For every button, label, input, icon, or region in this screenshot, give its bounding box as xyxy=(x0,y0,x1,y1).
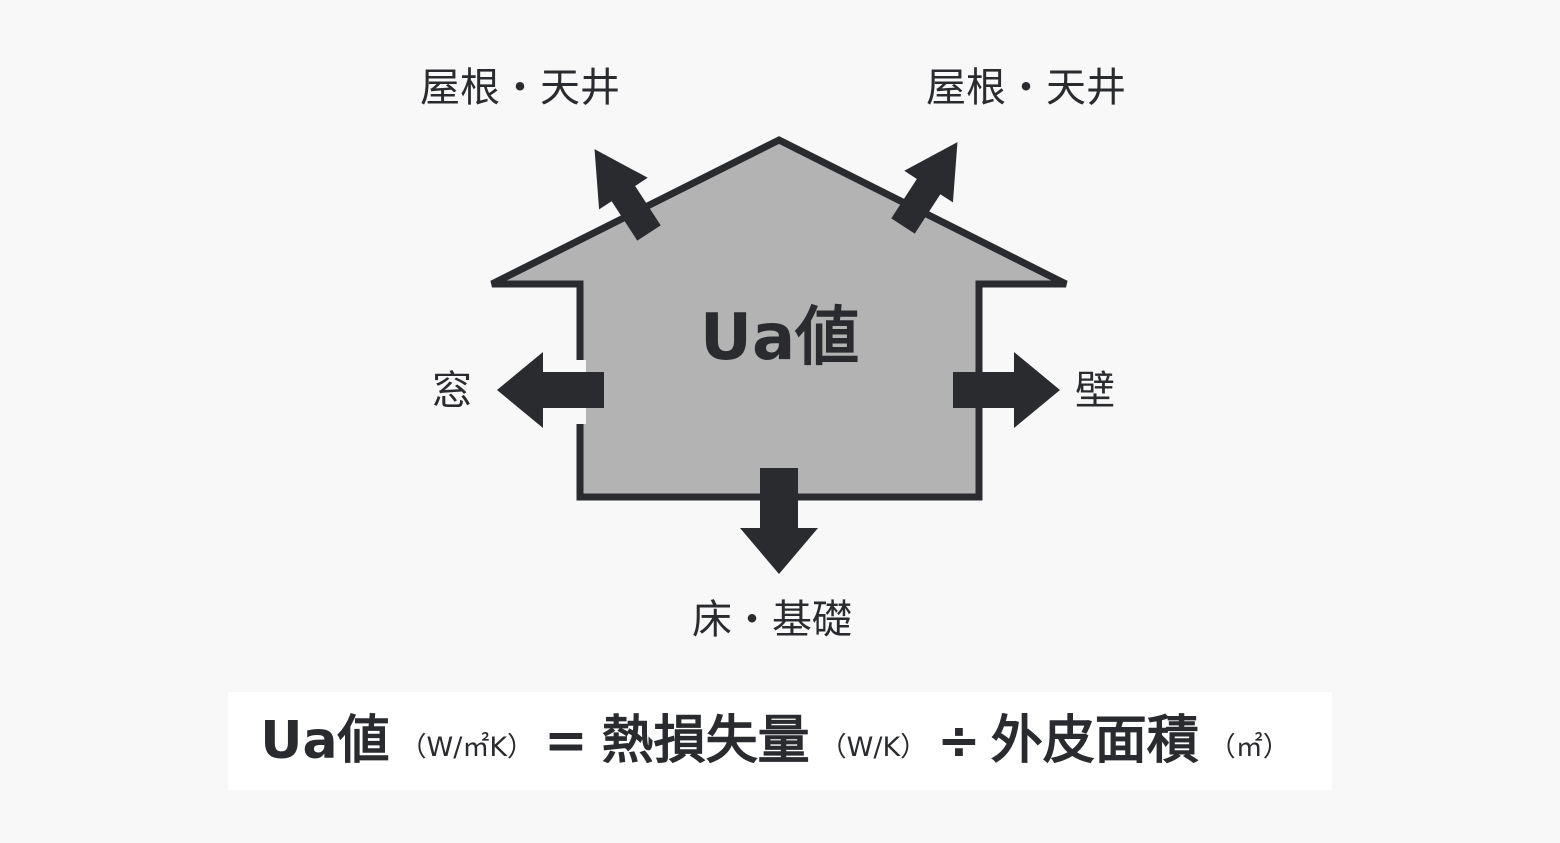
formula-numerator-unit: （W/K） xyxy=(819,731,928,763)
formula-equals: = xyxy=(544,711,588,771)
formula-denominator: 外皮面積 xyxy=(990,711,1199,771)
label-roof-right: 屋根・天井 xyxy=(926,65,1126,111)
label-ua-value: Ua値 xyxy=(700,301,860,375)
formula-lhs: Ua値 xyxy=(260,711,390,771)
label-window: 窓 xyxy=(432,368,472,414)
label-roof-left: 屋根・天井 xyxy=(420,65,620,111)
formula-denominator-unit: （㎡） xyxy=(1208,731,1290,763)
formula-numerator: 熱損失量 xyxy=(601,711,810,771)
arrow-floor xyxy=(740,468,818,574)
arrow-roof-left xyxy=(594,149,661,241)
label-wall: 壁 xyxy=(1075,368,1115,414)
arrow-window xyxy=(497,352,604,428)
label-floor: 床・基礎 xyxy=(692,597,852,643)
arrow-roof-right xyxy=(891,142,958,234)
formula-lhs-unit: （W/㎡K） xyxy=(399,731,535,763)
formula-box: Ua値 （W/㎡K） = 熱損失量 （W/K） ÷ 外皮面積 （㎡） xyxy=(228,692,1332,790)
arrow-wall xyxy=(953,352,1060,428)
formula-divide: ÷ xyxy=(937,711,981,771)
